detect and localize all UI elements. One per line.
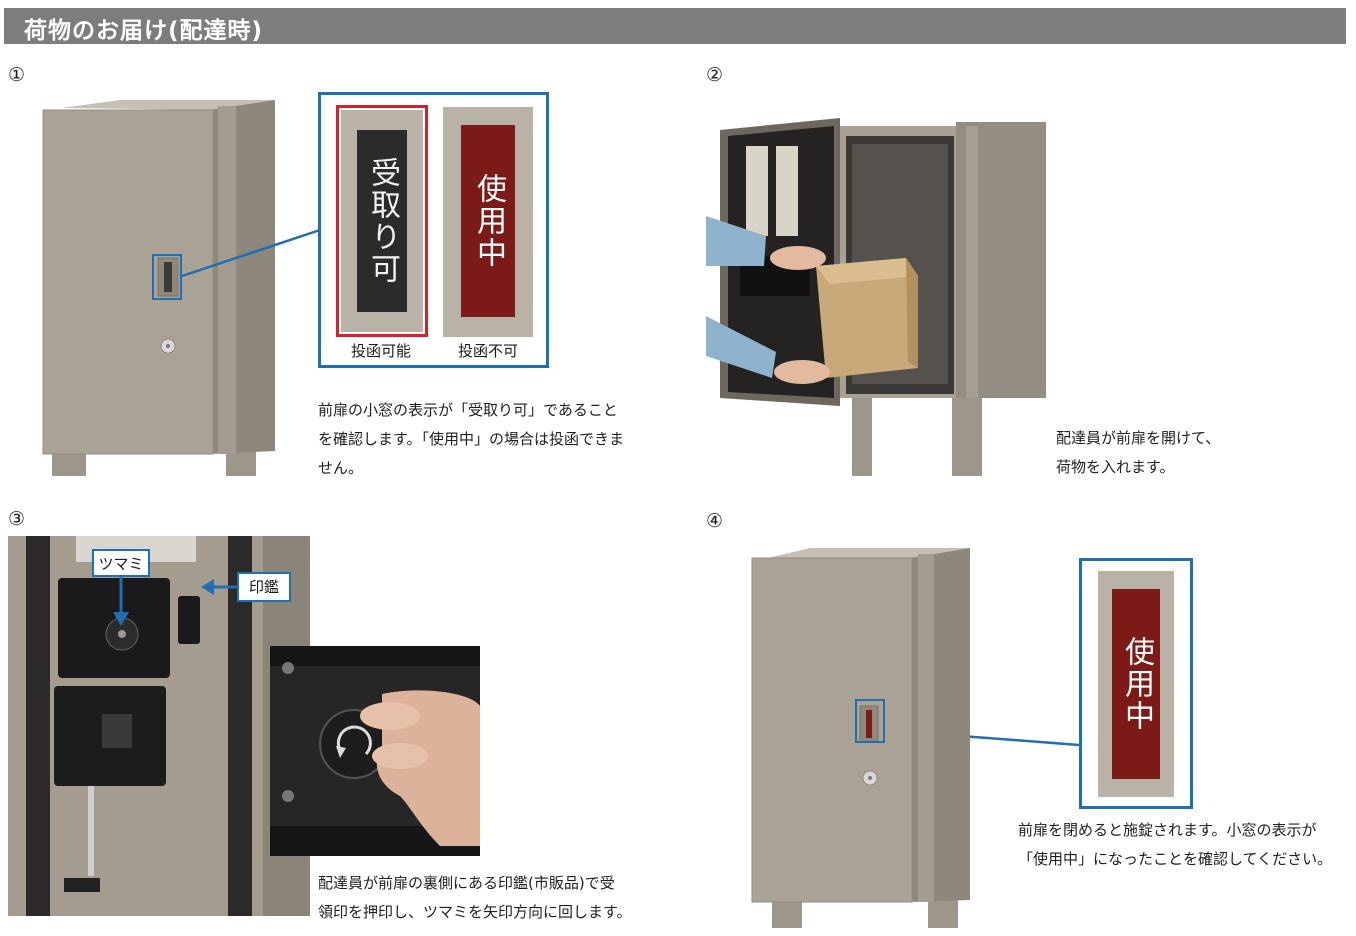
seal-label: 印鑑 — [237, 572, 291, 602]
available-window-text: 受取り可 — [365, 157, 400, 285]
window-highlight — [152, 254, 182, 300]
step-4-caption: 前扉を閉めると施錠されます。小窓の表示が 「使用中」になったことを確認してくださ… — [1018, 821, 1333, 868]
in-use-label: 投函不可 — [457, 342, 518, 360]
step-2-number: ② — [706, 64, 724, 86]
step-2-caption: 配達員が前扉を開けて、 荷物を入れます。 — [1056, 429, 1221, 476]
step-1-caption: 前扉の小窓の表示が「受取り可」であること を確認します。「使用中」の場合は投函で… — [318, 401, 625, 477]
delivery-box-photo-locked — [751, 548, 970, 928]
available-label: 投函可能 — [350, 342, 411, 360]
in-use-window: 使用中 — [461, 125, 515, 317]
in-use-indicator: 使用中 — [443, 107, 533, 337]
step-1-number: ① — [8, 64, 26, 86]
available-indicator-highlight: 受取り可 — [336, 105, 428, 337]
delivery-photo-open-door — [706, 118, 1046, 476]
step-4-number: ④ — [706, 510, 724, 532]
section-header: 荷物のお届け(配達時) — [4, 8, 1346, 44]
in-use-window-text: 使用中 — [471, 173, 506, 269]
in-use-window-large-text: 使用中 — [1119, 636, 1154, 732]
available-window: 受取り可 — [357, 130, 407, 312]
in-use-indicator-large: 使用中 — [1098, 571, 1174, 797]
in-use-window-large: 使用中 — [1112, 589, 1160, 779]
window-highlight-locked — [855, 699, 885, 743]
step-3-number: ③ — [8, 508, 26, 530]
available-indicator: 受取り可 — [341, 110, 423, 332]
indicator-callout: 受取り可 使用中 投函可能 投函不可 — [318, 92, 549, 368]
knob-label: ツマミ — [92, 549, 150, 577]
knob-closeup-photo — [270, 646, 480, 856]
section-title: 荷物のお届け(配達時) — [24, 18, 264, 44]
step-3-caption: 配達員が前扉の裏側にある印鑑(市販品)で受 領印を押印し、ツマミを矢印方向に回し… — [318, 874, 632, 921]
delivery-box-photo-closed — [42, 100, 275, 476]
in-use-callout: 使用中 — [1079, 558, 1193, 809]
